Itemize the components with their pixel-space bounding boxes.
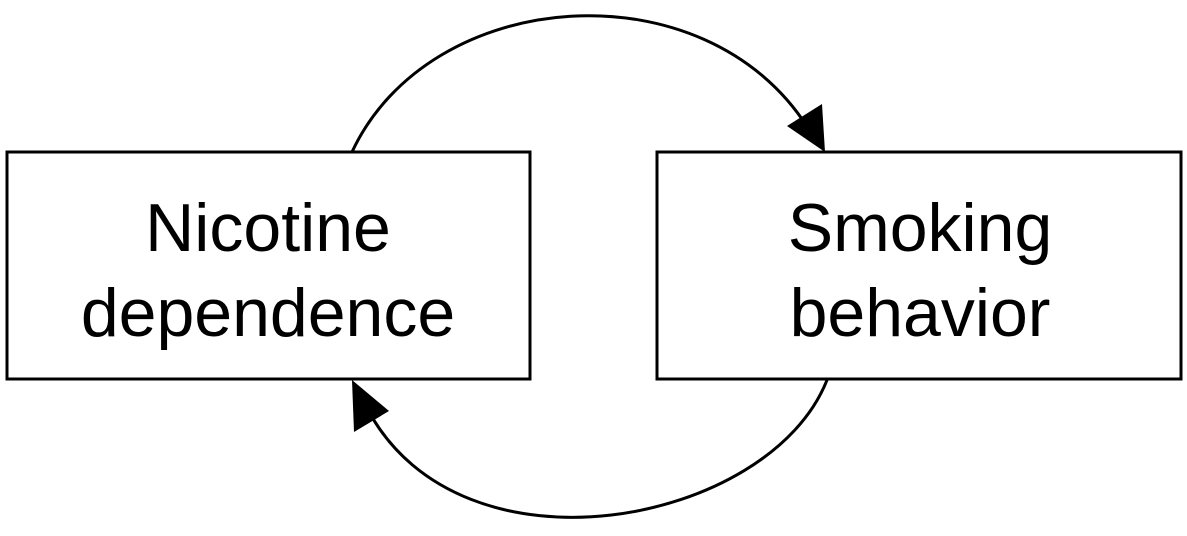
arrowhead-to-behavior [787,104,825,152]
node-nicotine-dependence-box [5,150,532,381]
node-smoking-behavior-line1: Smoking [788,190,1053,266]
arrow-behavior-to-dependence [366,379,829,519]
node-smoking-behavior-line2: behavior [790,275,1051,351]
arrowhead-to-dependence [352,380,389,432]
node-smoking-behavior-box [655,150,1183,381]
node-smoking-behavior: Smoking behavior [655,150,1183,381]
node-nicotine-dependence-line1: Nicotine [145,190,391,266]
node-nicotine-dependence: Nicotine dependence [5,150,532,381]
node-nicotine-dependence-line2: dependence [81,275,455,351]
arrow-dependence-to-behavior [350,14,810,153]
